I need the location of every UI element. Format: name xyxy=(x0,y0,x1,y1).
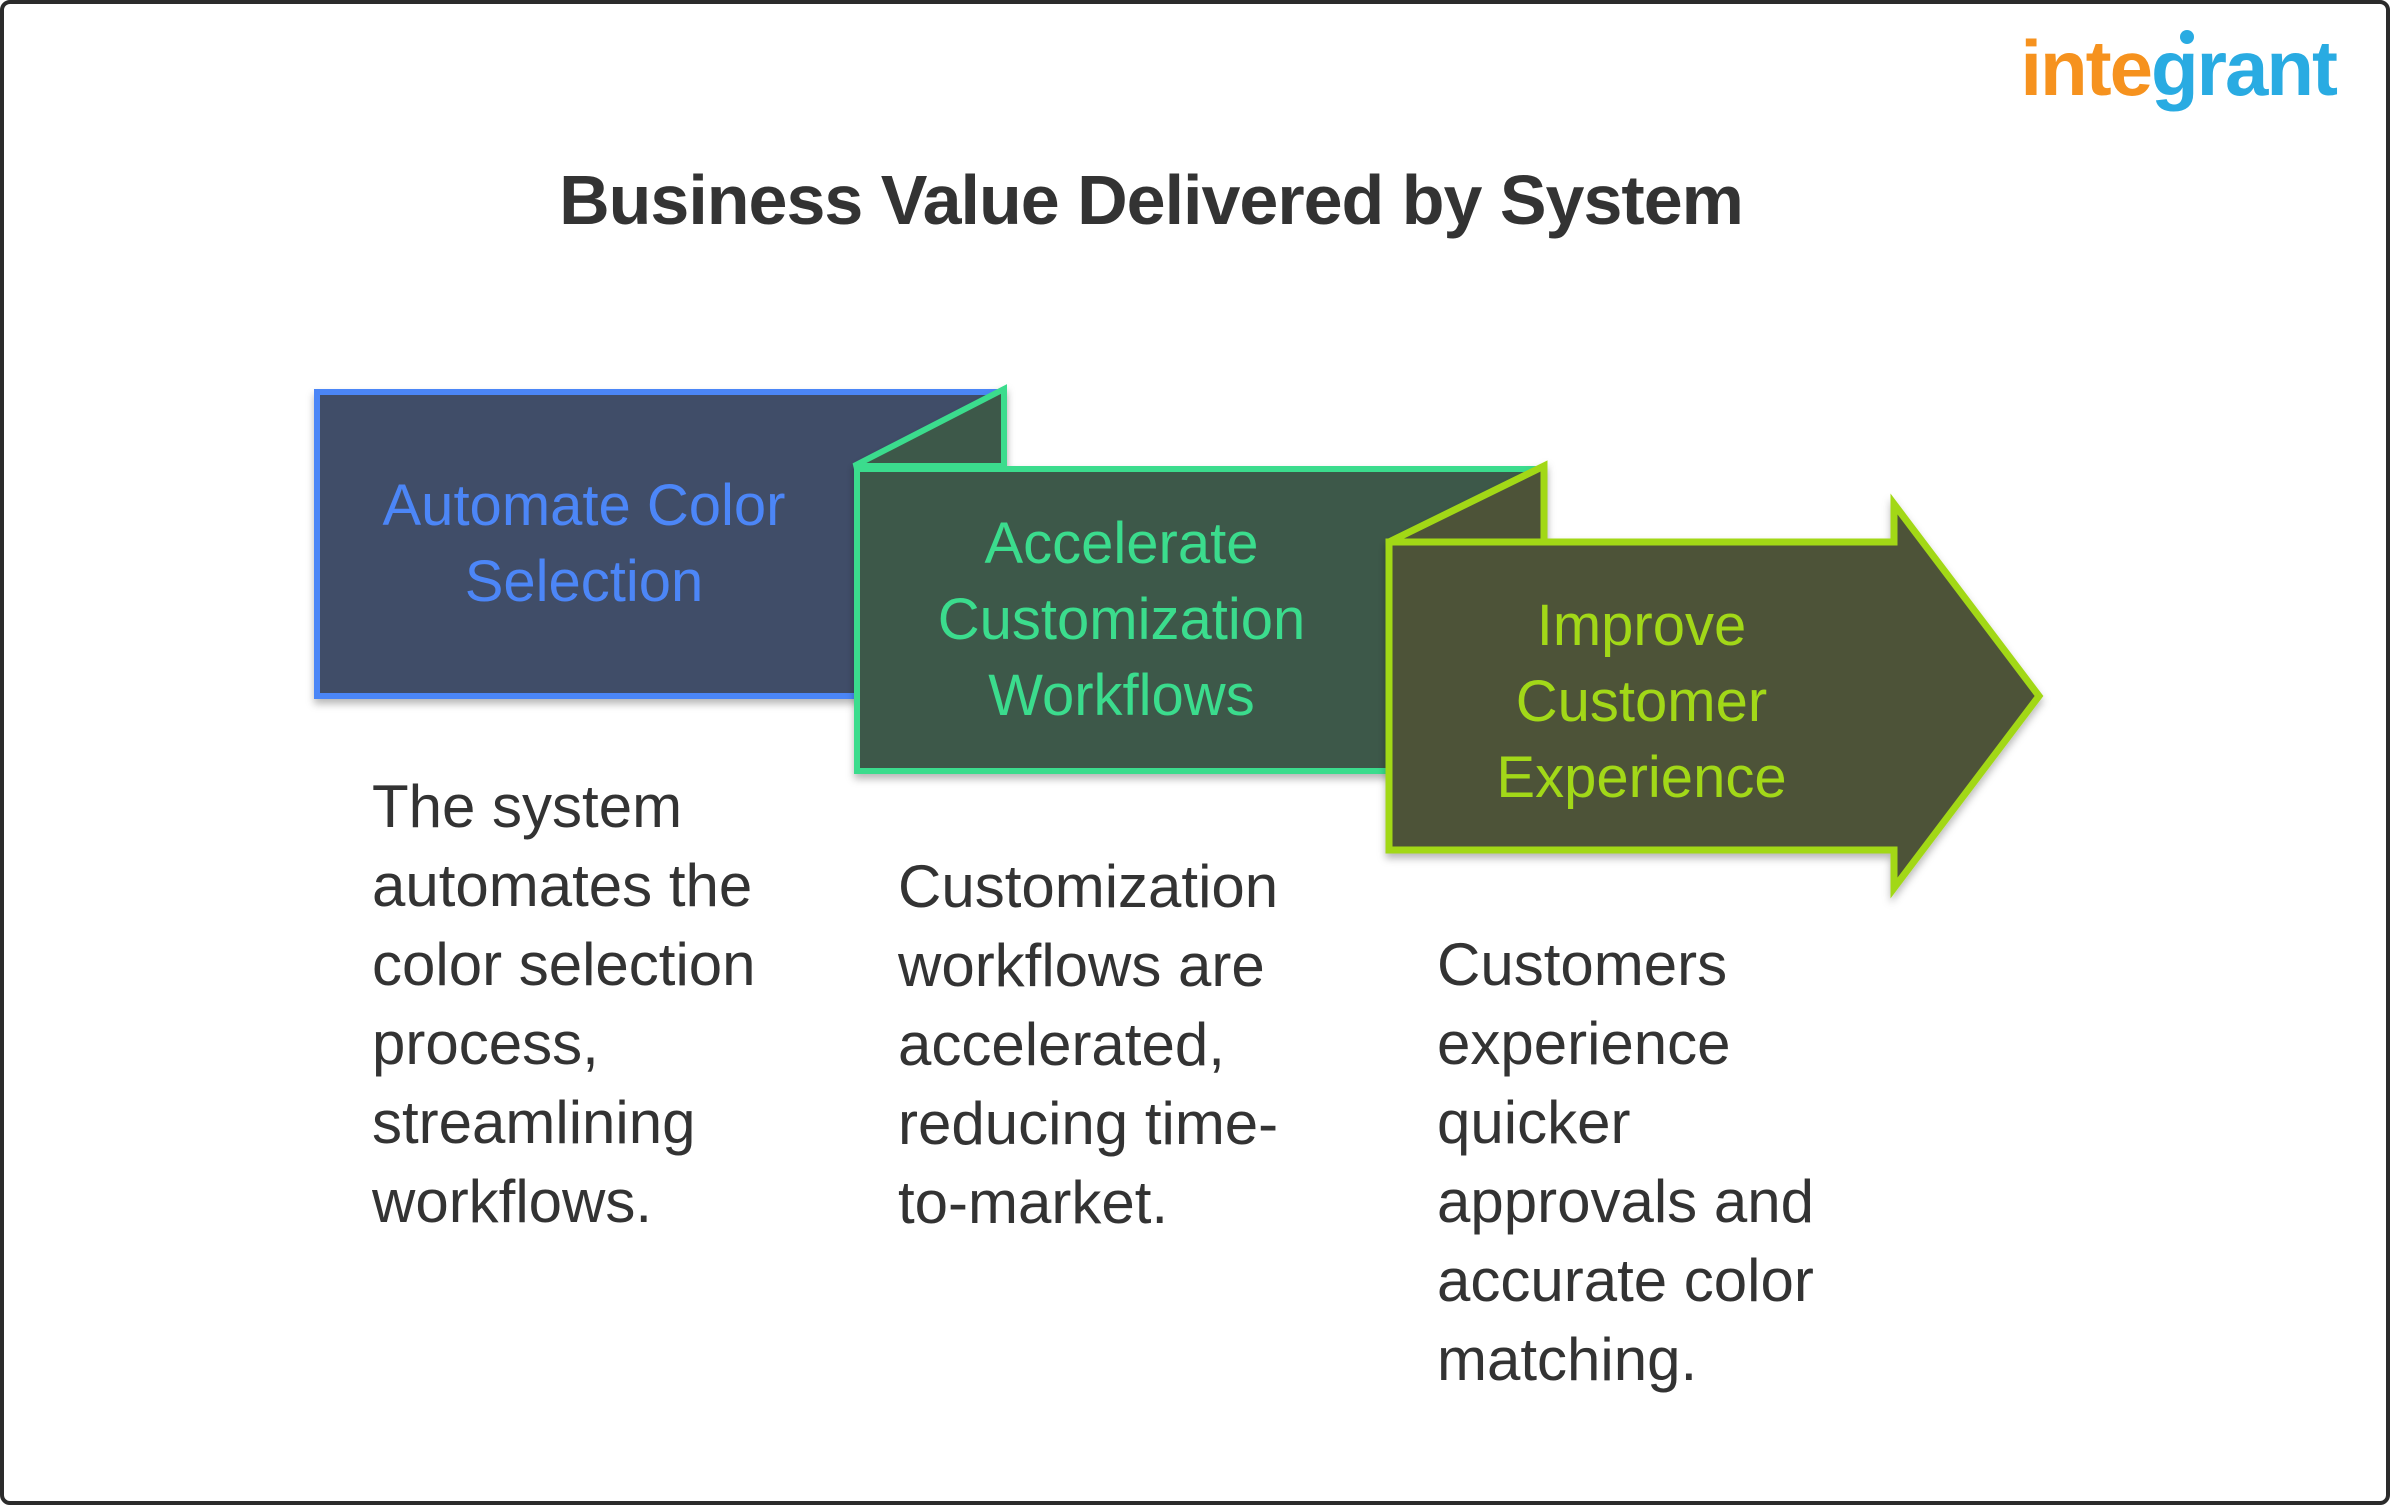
step3-shape-group xyxy=(1385,460,2044,899)
process-flow-diagram xyxy=(314,384,2044,899)
integrant-logo: integrant xyxy=(2020,18,2338,118)
step3-fold-triangle xyxy=(1387,460,1548,546)
step3-description: Customers experience quicker approvals a… xyxy=(1437,931,1814,1393)
step3-arrow-body xyxy=(1385,493,2044,899)
logo-g-dot-icon xyxy=(2180,30,2195,44)
step1-label: Automate Color Selection xyxy=(382,473,786,614)
step3-label: Improve Customer Experience xyxy=(1496,593,1787,810)
step2-label: Accelerate Customization Workflows xyxy=(937,511,1306,728)
step1-description: The system automates the color selection… xyxy=(372,773,756,1235)
page-title: Business Value Delivered by System xyxy=(559,161,1744,239)
logo-text-orange: inte xyxy=(2020,24,2153,112)
step2-fold-triangle xyxy=(852,384,1007,469)
step2-description: Customization workflows are accelerated,… xyxy=(898,853,1279,1236)
